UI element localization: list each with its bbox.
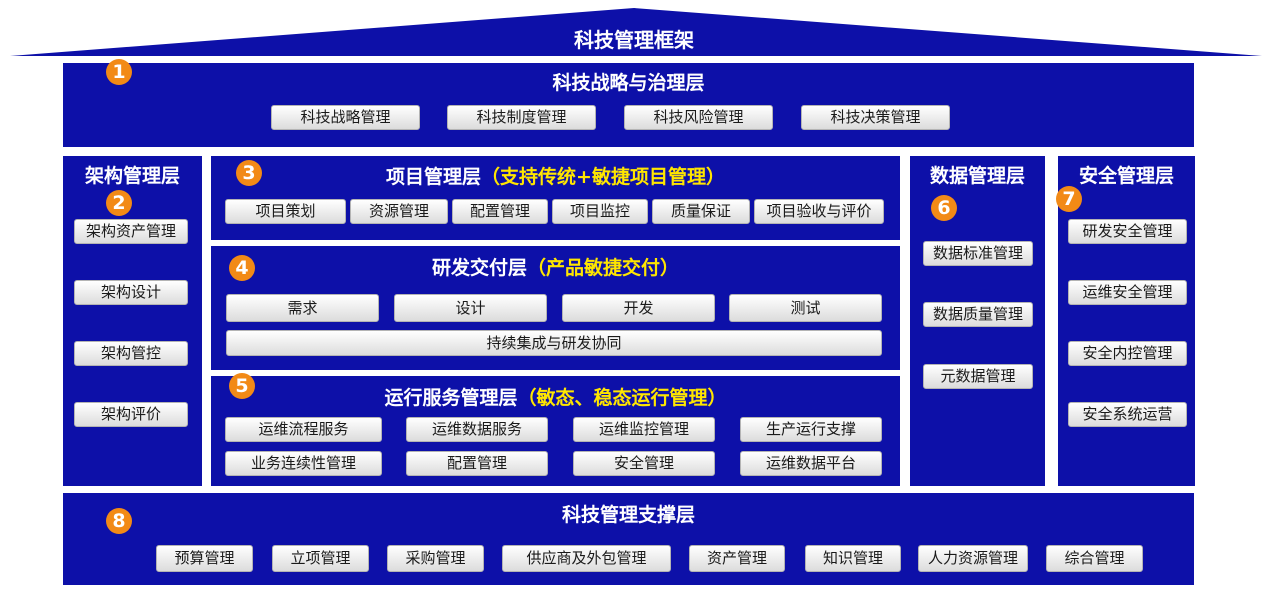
delivery-item: 测试 — [729, 294, 882, 322]
badge-7: 7 — [1056, 186, 1082, 212]
project-layer-title: 项目管理层（支持传统+敏捷项目管理） — [211, 165, 900, 189]
security-layer-title: 安全管理层 — [1078, 165, 1174, 187]
support-item: 立项管理 — [272, 545, 369, 572]
data-item: 元数据管理 — [923, 364, 1033, 389]
architecture-layer-title: 架构管理层 — [84, 165, 180, 187]
project-title-highlight: （支持传统+敏捷项目管理） — [481, 166, 725, 188]
data-item: 数据标准管理 — [923, 241, 1033, 266]
operations-item: 运维数据服务 — [406, 417, 548, 442]
project-item: 项目策划 — [225, 199, 346, 224]
operations-item: 运维监控管理 — [573, 417, 715, 442]
project-item: 配置管理 — [452, 199, 548, 224]
badge-5: 5 — [229, 373, 255, 399]
strategy-item: 科技战略管理 — [271, 105, 420, 130]
security-item: 安全内控管理 — [1068, 341, 1187, 366]
security-layer — [1058, 156, 1195, 486]
support-item: 人力资源管理 — [918, 545, 1028, 572]
project-item: 资源管理 — [350, 199, 448, 224]
operations-item: 运维流程服务 — [225, 417, 382, 442]
operations-title-highlight: （敏态、稳态运行管理） — [517, 387, 727, 409]
operations-item: 配置管理 — [406, 451, 548, 476]
project-item: 项目验收与评价 — [754, 199, 884, 224]
badge-2: 2 — [106, 190, 132, 216]
operations-item: 生产运行支撑 — [740, 417, 882, 442]
architecture-item: 架构资产管理 — [74, 219, 188, 244]
badge-6: 6 — [931, 195, 957, 221]
security-item: 运维安全管理 — [1068, 280, 1187, 305]
strategy-layer-title: 科技战略与治理层 — [552, 72, 705, 94]
project-item: 质量保证 — [652, 199, 750, 224]
support-item: 知识管理 — [805, 545, 901, 572]
project-layer — [211, 156, 900, 240]
badge-4: 4 — [229, 255, 255, 281]
support-layer-title: 科技管理支撑层 — [561, 504, 695, 526]
data-item: 数据质量管理 — [923, 302, 1033, 327]
architecture-layer — [63, 156, 202, 486]
security-item: 安全系统运营 — [1068, 402, 1187, 427]
security-item: 研发安全管理 — [1068, 219, 1187, 244]
operations-item: 安全管理 — [573, 451, 715, 476]
framework-title: 科技管理框架 — [574, 28, 694, 52]
delivery-item: 设计 — [394, 294, 547, 322]
strategy-item: 科技制度管理 — [447, 105, 596, 130]
delivery-layer-title: 研发交付层（产品敏捷交付） — [211, 256, 900, 280]
delivery-title-highlight: （产品敏捷交付） — [527, 257, 680, 279]
delivery-title-text: 研发交付层 — [431, 257, 527, 279]
support-item: 供应商及外包管理 — [502, 545, 671, 572]
support-item: 采购管理 — [387, 545, 484, 572]
data-layer-title: 数据管理层 — [929, 165, 1025, 187]
operations-title-text: 运行服务管理层 — [384, 387, 518, 409]
strategy-item: 科技风险管理 — [624, 105, 773, 130]
architecture-item: 架构设计 — [74, 280, 188, 305]
support-item: 预算管理 — [156, 545, 253, 572]
badge-3: 3 — [236, 160, 262, 186]
operations-item: 业务连续性管理 — [225, 451, 382, 476]
delivery-item: 需求 — [226, 294, 379, 322]
operations-item: 运维数据平台 — [740, 451, 882, 476]
support-item: 资产管理 — [689, 545, 785, 572]
badge-8: 8 — [106, 508, 132, 534]
delivery-wide-item: 持续集成与研发协同 — [226, 330, 882, 356]
architecture-item: 架构管控 — [74, 341, 188, 366]
architecture-item: 架构评价 — [74, 402, 188, 427]
delivery-item: 开发 — [562, 294, 715, 322]
roof-shape — [10, 8, 1262, 56]
support-item: 综合管理 — [1046, 545, 1143, 572]
strategy-item: 科技决策管理 — [801, 105, 950, 130]
project-item: 项目监控 — [552, 199, 648, 224]
badge-1: 1 — [106, 59, 132, 85]
operations-layer-title: 运行服务管理层（敏态、稳态运行管理） — [211, 386, 900, 410]
project-title-text: 项目管理层 — [386, 166, 482, 188]
